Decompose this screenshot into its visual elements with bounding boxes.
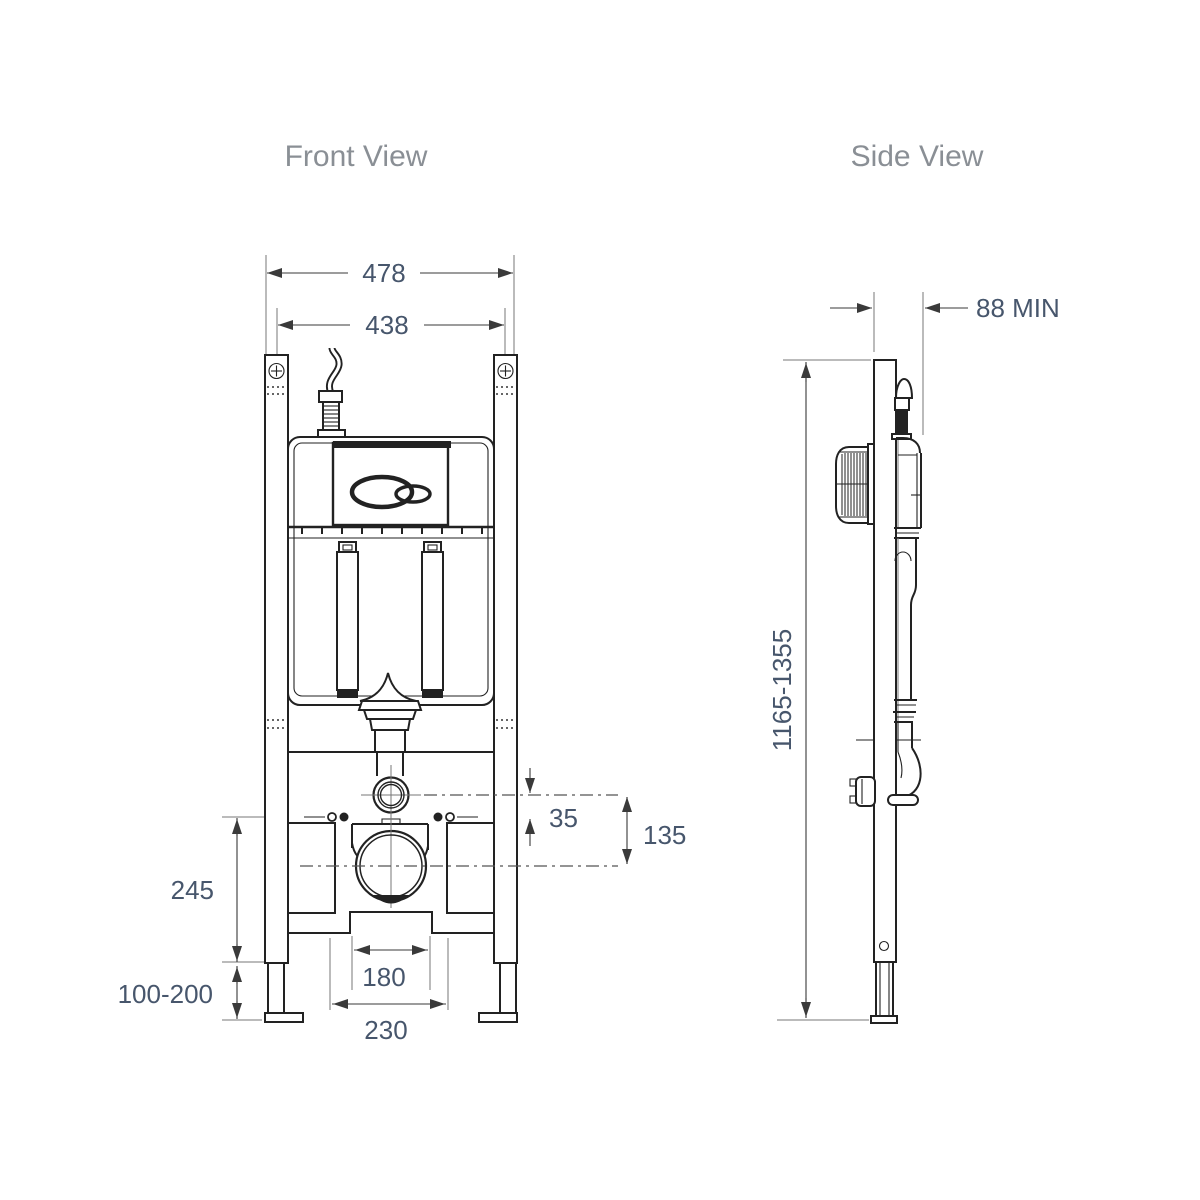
cross-mounting-rail	[288, 525, 494, 539]
side-pan-bracket	[849, 776, 876, 807]
dim-label-180: 180	[362, 962, 405, 992]
side-view-title: Side View	[851, 140, 984, 173]
water-inlet-valve	[317, 347, 346, 439]
rail-hole	[878, 940, 890, 952]
dim-rail-centers-width: 438	[278, 310, 504, 340]
front-extension-lines	[222, 255, 515, 1021]
front-view: Front View 478 438	[118, 140, 687, 1045]
side-inlet-valve	[891, 377, 914, 440]
dim-label-478: 478	[362, 258, 405, 288]
flush-plate	[331, 441, 450, 527]
dim-outer-spacing: 230	[332, 999, 446, 1045]
side-view: Side View 88 MIN 1165-1355	[767, 140, 1060, 1024]
dim-leg-adjustment: 100-200	[118, 966, 242, 1019]
flush-pipe-connector	[361, 765, 421, 825]
front-adjustable-feet	[264, 962, 518, 1023]
dim-inner-spacing: 180	[354, 945, 428, 992]
dim-pipe-to-outlet: 135	[622, 797, 686, 864]
flush-plate-top-bar	[333, 441, 451, 448]
front-frame-rails	[264, 354, 518, 964]
dim-label-135: 135	[643, 820, 686, 850]
side-adjustable-foot	[870, 961, 898, 1024]
flush-plate-sleeve	[835, 443, 876, 525]
tank-internal-columns	[336, 541, 444, 698]
right-bracket-plate	[446, 822, 495, 914]
flush-button-large	[349, 474, 415, 510]
flush-button-small	[394, 484, 432, 504]
dim-label-35: 35	[549, 803, 578, 833]
cistern-tank	[287, 436, 495, 776]
pan-fixing-bolts	[304, 812, 478, 822]
dim-min-depth: 88 MIN	[830, 293, 1060, 323]
dim-label-245: 245	[171, 875, 214, 905]
dim-height-range: 1165-1355	[767, 362, 811, 1018]
dim-label-88-min: 88 MIN	[976, 293, 1060, 323]
screw-hole-icon	[268, 362, 285, 380]
dim-label-100-200: 100-200	[118, 979, 213, 1009]
flush-bell-pipe	[357, 672, 423, 776]
dim-label-1165-1355: 1165-1355	[767, 629, 797, 751]
side-flush-bend	[887, 699, 922, 806]
dim-pipe-to-bolts: 35	[525, 768, 578, 846]
screw-hole-icon	[497, 362, 514, 380]
left-bracket-plate	[287, 822, 336, 914]
dim-label-438: 438	[365, 310, 408, 340]
side-extension-lines	[777, 292, 924, 1021]
lower-body	[287, 818, 495, 934]
dim-label-230: 230	[364, 1015, 407, 1045]
side-cistern-profile	[894, 437, 922, 722]
front-view-title: Front View	[285, 140, 428, 173]
dim-bracket-height: 245	[171, 818, 242, 962]
dim-overall-width: 478	[267, 258, 513, 288]
